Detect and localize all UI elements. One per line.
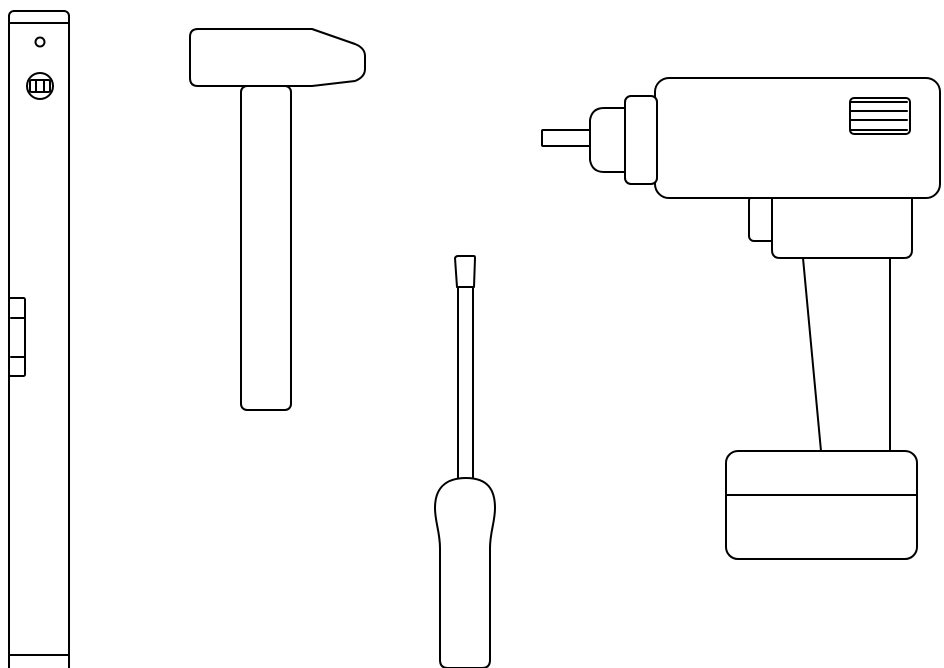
tools-illustration: [8, 10, 941, 668]
hammer-icon: [189, 28, 366, 411]
spirit-level-icon: [8, 10, 70, 668]
screwdriver-icon: [434, 255, 496, 668]
cordless-drill-icon: [541, 77, 941, 560]
